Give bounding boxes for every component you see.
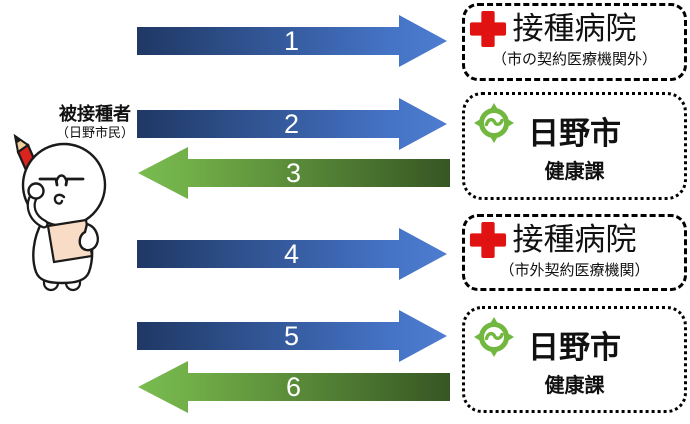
arrow-step-2: 2	[137, 98, 447, 150]
arrow-step-number: 1	[283, 25, 301, 56]
arrow-step-6: 6	[138, 361, 450, 413]
box-hino-city-health-1: 日野市 健康課	[462, 92, 687, 200]
box-vaccination-hospital-1: 接種病院 （市の契約医療機関外）	[462, 3, 687, 81]
paper-sheet	[46, 218, 94, 264]
arrow-shape	[137, 98, 447, 150]
box-subtitle: （市の契約医療機関外）	[491, 51, 657, 69]
arrow-shape	[138, 147, 450, 199]
arrow-step-number: 3	[285, 157, 303, 188]
hino-city-emblem-icon	[474, 103, 514, 143]
hino-city-emblem-icon	[474, 317, 514, 357]
box-title: 日野市	[528, 330, 621, 365]
right-arrow-icon	[137, 15, 447, 67]
arrow-step-number: 4	[283, 238, 301, 269]
arrow-shape	[138, 361, 450, 413]
box-title: 接種病院	[512, 11, 637, 46]
arrow-step-1: 1	[137, 15, 447, 67]
right-arrow-icon	[137, 228, 447, 280]
character-fist	[27, 182, 45, 200]
red-cross-icon	[469, 221, 507, 259]
citizen-character-illustration	[13, 133, 107, 292]
arrow-step-3: 3	[138, 147, 450, 199]
arrow-step-4: 4	[137, 228, 447, 280]
left-arrow-icon	[138, 361, 450, 413]
right-arrow-icon	[137, 98, 447, 150]
red-cross-icon	[469, 10, 507, 48]
arrow-step-5: 5	[137, 310, 447, 362]
box-hino-city-health-2: 日野市 健康課	[462, 306, 687, 413]
arrow-shape	[137, 15, 447, 67]
box-subtitle: 健康課	[544, 374, 605, 397]
arrow-shape	[137, 310, 447, 362]
box-subtitle: （市外契約医療機関）	[499, 262, 650, 280]
box-vaccination-hospital-2: 接種病院 （市外契約医療機関）	[462, 214, 687, 291]
right-arrow-icon	[137, 310, 447, 362]
box-title: 接種病院	[512, 222, 637, 257]
actor-subtitle: （日野市民）	[55, 124, 134, 140]
arrow-step-number: 5	[283, 320, 301, 351]
actor-label: 被接種者 （日野市民）	[40, 104, 150, 141]
arrow-step-number: 6	[285, 371, 303, 402]
arrow-step-number: 2	[283, 108, 301, 139]
character-face	[38, 174, 85, 205]
box-title: 日野市	[528, 116, 621, 151]
arrow-shape	[137, 228, 447, 280]
box-subtitle: 健康課	[544, 160, 605, 183]
actor-title: 被接種者	[59, 104, 131, 124]
left-arrow-icon	[138, 147, 450, 199]
character-right-arm	[78, 222, 99, 252]
